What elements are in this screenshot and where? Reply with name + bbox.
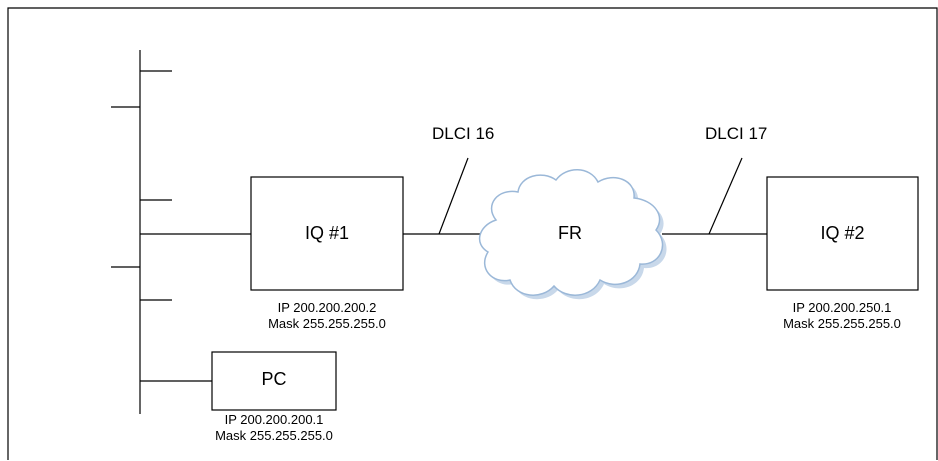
pc-mask: Mask 255.255.255.0	[215, 428, 333, 443]
iq2-mask: Mask 255.255.255.0	[783, 316, 901, 331]
iq2-ip: IP 200.200.250.1	[792, 300, 892, 315]
diagram-frame	[7, 7, 938, 460]
dlci16-label: DLCI 16	[432, 124, 495, 143]
iq2-box	[766, 176, 919, 291]
iq2-address-block: IP 200.200.250.1 Mask 255.255.255.0	[760, 300, 924, 332]
pc-address-block: IP 200.200.200.1 Mask 255.255.255.0	[192, 412, 356, 444]
iq2-label: IQ #2	[820, 223, 865, 243]
pc-ip: IP 200.200.200.1	[224, 412, 324, 427]
pc-box	[211, 351, 337, 411]
iq1-address-block: IP 200.200.200.2 Mask 255.255.255.0	[245, 300, 409, 332]
dlci16-pointer	[438, 157, 469, 235]
pc-label: PC	[261, 369, 287, 389]
fr-cloud-label: FR	[558, 223, 582, 243]
dlci17-pointer	[708, 157, 743, 235]
dlci17-label: DLCI 17	[705, 124, 768, 143]
iq1-label: IQ #1	[304, 223, 350, 243]
fr-cloud	[478, 169, 667, 300]
iq1-ip: IP 200.200.200.2	[277, 300, 377, 315]
iq1-mask: Mask 255.255.255.0	[268, 316, 386, 331]
